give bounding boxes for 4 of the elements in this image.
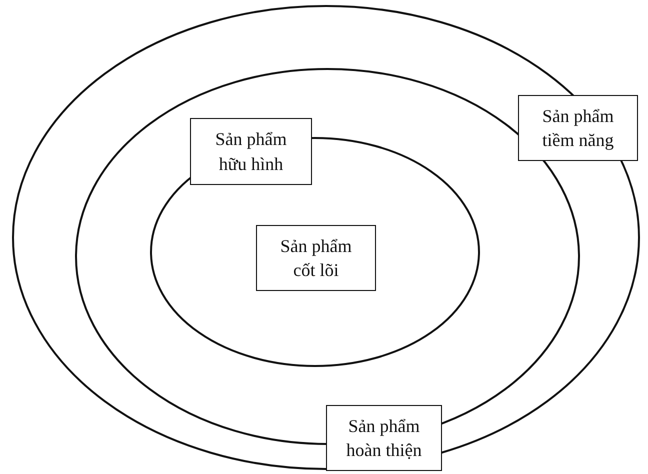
label-box: Sản phẩm hữu hình [190, 118, 312, 185]
label-box: Sản phẩm cốt lõi [256, 225, 376, 291]
label-box: Sản phẩm hoàn thiện [326, 405, 442, 471]
label-box: Sản phẩm tiềm năng [518, 95, 638, 161]
